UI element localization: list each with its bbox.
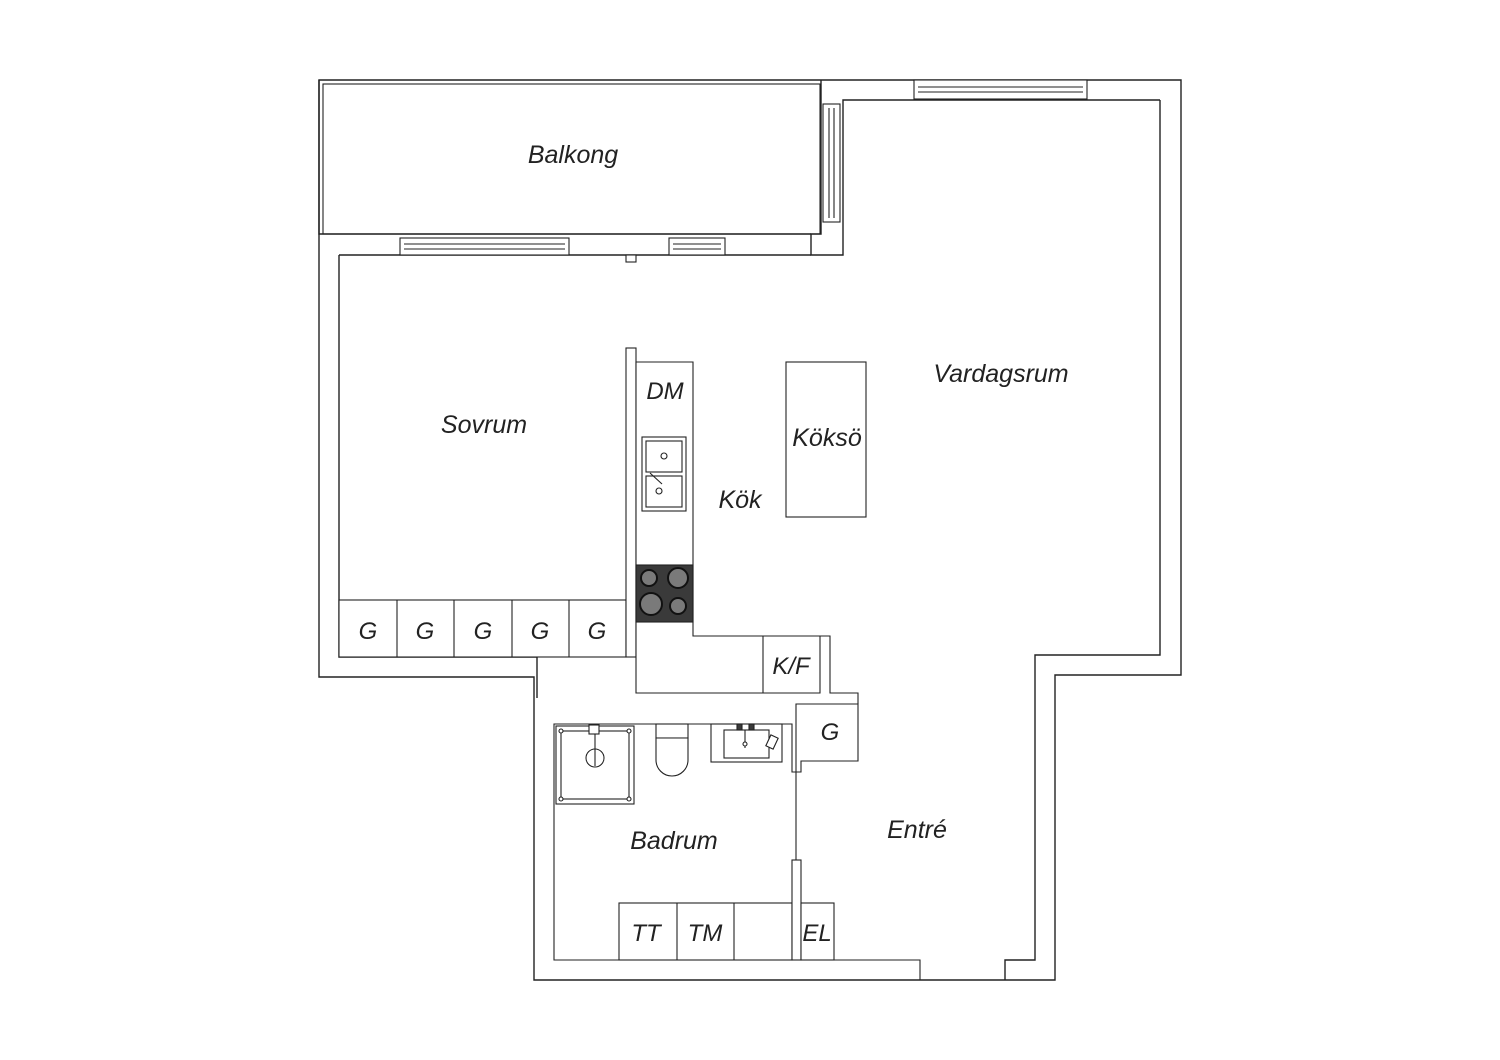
fixture-label-electrical-cabinet: EL <box>802 920 831 947</box>
fixture-label-dishwasher: DM <box>646 378 683 405</box>
windows <box>399 79 1088 263</box>
room-label-bedroom: Sovrum <box>441 411 527 439</box>
shower-icon <box>555 724 635 805</box>
fixture-label-washing-machine: TM <box>688 920 723 947</box>
kitchen-partition <box>625 347 637 658</box>
room-label-kitchen: Kök <box>718 486 763 514</box>
fixture-label-tumble-dryer: TT <box>631 920 663 947</box>
kitchen-island <box>785 361 867 518</box>
window-living-top <box>913 79 1088 100</box>
fridge-niche <box>820 635 859 704</box>
window-living-side <box>822 103 841 223</box>
sink-icon <box>641 436 687 512</box>
wardrobe-label: G <box>474 618 493 645</box>
bathroom-door-wall <box>791 859 802 961</box>
wardrobe-label: G <box>416 618 435 645</box>
electrical-cabinet <box>800 902 835 961</box>
door-notch <box>625 254 637 263</box>
hob-icon <box>635 564 694 623</box>
hall <box>800 902 921 980</box>
laundry-units <box>618 902 793 961</box>
balcony <box>322 83 821 235</box>
room-label-kitchen-island: Köksö <box>792 424 862 452</box>
window-bedroom-left <box>399 237 570 256</box>
room-label-balcony: Balkong <box>528 141 618 169</box>
wardrobe-label: G <box>588 618 607 645</box>
room-label-bathroom: Badrum <box>630 827 718 855</box>
wardrobe-label: G <box>531 618 550 645</box>
window-bedroom-right <box>668 237 726 256</box>
kitchen <box>625 347 867 704</box>
room-label-hall: Entré <box>887 816 947 844</box>
fixture-label-hall-wardrobe: G <box>821 719 840 746</box>
bathroom <box>553 703 859 961</box>
outer-walls <box>318 79 1182 981</box>
washbasin-icon <box>710 723 783 763</box>
bedroom-wardrobes: G G G G G <box>338 599 627 658</box>
toilet-icon <box>655 723 689 777</box>
wardrobe-label: G <box>359 618 378 645</box>
fixture-label-fridge-freezer: K/F <box>772 653 811 680</box>
room-label-living-room: Vardagsrum <box>933 360 1068 388</box>
